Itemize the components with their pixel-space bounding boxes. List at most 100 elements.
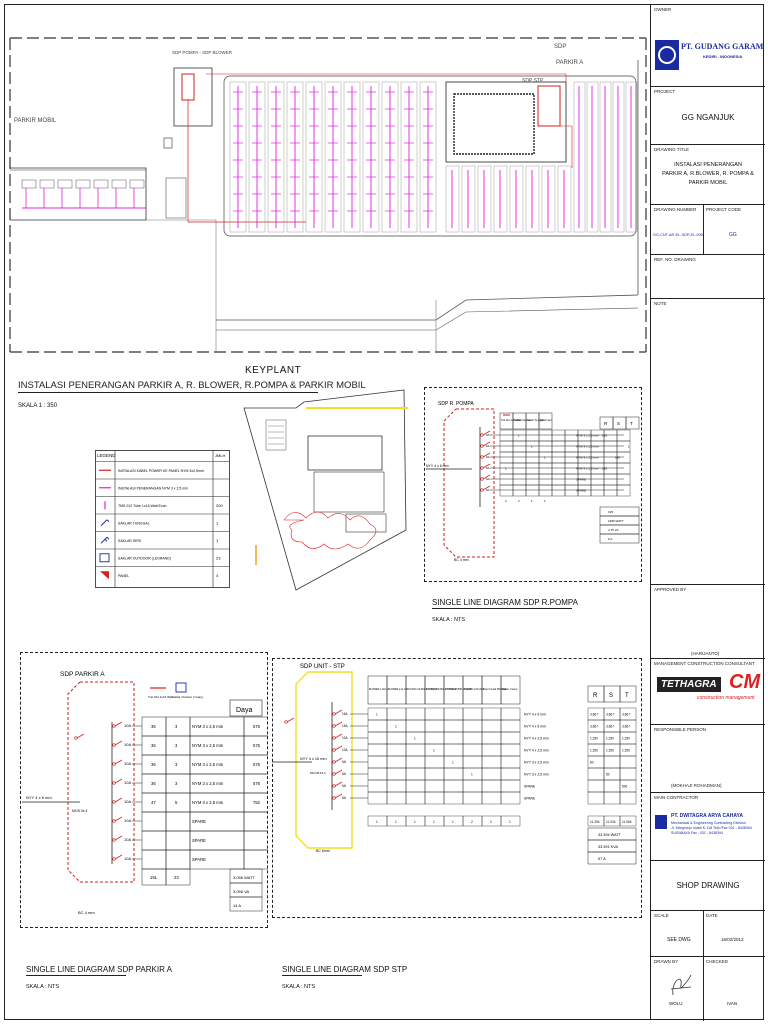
mc-logo-sub: construction management <box>697 695 755 701</box>
cable-spec: SPARE <box>524 797 536 801</box>
svg-text:SDP: SDP <box>554 44 566 50</box>
cell-value: 576 <box>253 762 261 767</box>
table-cell <box>141 811 167 832</box>
table-cell <box>500 755 521 769</box>
table-cell <box>443 743 464 757</box>
cable-spec: SPARE <box>192 857 206 862</box>
feeder-rating: 10A <box>124 742 131 747</box>
single-switch-symbol <box>100 519 110 527</box>
table-cell <box>424 707 445 721</box>
legend-qty: 1 <box>216 538 219 543</box>
mc-logo-cm: CM <box>729 671 761 693</box>
svg-text:SDP STP: SDP STP <box>522 78 544 84</box>
feeder-rating: 6A <box>486 433 490 437</box>
legend-desc: SAKLAR SERI <box>118 539 141 543</box>
contractor-logo <box>655 815 667 829</box>
legend-qty: 1 <box>216 520 219 525</box>
feeder-rating: 6A <box>486 488 490 492</box>
column-header: FILTRAC FILTER 2 3.75 KW <box>426 688 457 691</box>
table-cell <box>386 707 407 721</box>
feeder-rating: 10A <box>124 818 131 823</box>
sum-line: 33.391 KVA <box>598 845 618 849</box>
feeder-rating: 10A <box>124 761 131 766</box>
table-cell <box>405 779 426 793</box>
feeder-breaker <box>114 740 123 746</box>
feeder-breaker <box>114 854 123 860</box>
cell-value: 3 <box>175 781 178 786</box>
legend-qty: 4 <box>216 573 219 578</box>
load-value: 180 <box>602 467 607 471</box>
feeder-breaker <box>332 724 336 728</box>
table-cell <box>243 830 268 851</box>
table-cell <box>525 429 540 442</box>
feeder-breaker <box>482 452 491 458</box>
column-header: DOSING PUMP 60 WATT <box>445 688 473 691</box>
table-cell <box>462 791 483 805</box>
sum-line: 1980 WATT <box>608 519 624 523</box>
feeder-breaker <box>112 819 116 823</box>
ground-label: BC 6mm <box>316 849 330 853</box>
table-cell <box>500 767 521 781</box>
main-breaker-label: MCB 3x 4 <box>72 809 87 813</box>
sum-box <box>599 533 640 544</box>
total-lamp: 191 <box>150 875 158 880</box>
drawing-title-lines: INSTALASI PENERANGAN PARKIR A, R.BLOWER,… <box>651 161 765 188</box>
parking-bay <box>75 179 91 189</box>
approved-label: APPROVED BY <box>654 587 687 592</box>
load-cell <box>603 755 621 769</box>
title-block: OWNER PT. GUDANG GARAM KEDIRI - INDONESI… <box>650 4 765 1021</box>
table-cell <box>462 719 483 733</box>
sum-box <box>599 524 640 535</box>
table-cell <box>462 707 483 721</box>
feeder-rating: 10A <box>342 736 349 740</box>
table-cell <box>405 707 426 721</box>
feeder-breaker <box>334 793 343 799</box>
table-cell <box>590 473 605 486</box>
caption-underline <box>26 975 126 976</box>
parking-bay <box>111 179 127 189</box>
table-cell <box>538 462 553 475</box>
cable-spec: NYY 4 x 6 mm <box>524 725 546 729</box>
table-cell <box>499 440 514 453</box>
table-cell <box>443 791 464 805</box>
feeder-rating: 6A <box>342 772 347 776</box>
table-cell <box>367 779 388 793</box>
table-cell <box>462 755 483 769</box>
responsible-cell: RESPONSIBLE PERSON (MOKHAJI ROHADMAN) <box>651 724 765 792</box>
table-cell <box>386 779 407 793</box>
table-cell <box>538 440 553 453</box>
legend-qty: 200 <box>216 503 223 508</box>
feeder-breaker <box>480 477 484 481</box>
cable-spec: NYM 3 x 2,5 mm <box>576 434 599 438</box>
panel-outline-yellow <box>295 671 353 849</box>
table-cell <box>443 779 464 793</box>
load-value: 60 <box>590 761 594 765</box>
owner-label: OWNER <box>654 7 672 12</box>
table-cell <box>165 735 191 756</box>
column-header: Saklar Outdoor <box>514 419 530 422</box>
cable-spec: NYM 3 x 2,5 mm <box>576 445 599 449</box>
table-cell <box>405 719 426 733</box>
parking-bay-column <box>509 165 524 233</box>
owner-cell: OWNER PT. GUDANG GARAM KEDIRI - INDONESI… <box>651 7 765 86</box>
resp-label: RESPONSIBLE PERSON <box>654 727 707 732</box>
table-cell <box>551 440 566 453</box>
load-value: 1.250 <box>590 749 598 753</box>
table-cell <box>243 811 268 832</box>
table-cell <box>481 779 502 793</box>
owner-sub: KEDIRI - INDONESIA <box>703 54 743 59</box>
main-drawing-scale: SKALA 1 : 350 <box>18 403 58 409</box>
sdp-stp-scale: SKALA : NTS <box>282 984 316 990</box>
cell-value: 576 <box>253 743 261 748</box>
project-cell: PROJECT GG NGANJUK <box>651 86 765 144</box>
load-value: 1.250 <box>622 749 630 753</box>
total-value: 2 <box>490 820 492 824</box>
total-value: 1 <box>452 820 454 824</box>
cell-value: 1 <box>376 713 378 717</box>
cable-spec: SPARE <box>524 785 536 789</box>
load-cell <box>587 791 605 805</box>
total-value: 1 <box>376 820 378 824</box>
drawing-title-label: DRAWING TITLE <box>654 147 690 152</box>
table-cell <box>165 849 191 870</box>
